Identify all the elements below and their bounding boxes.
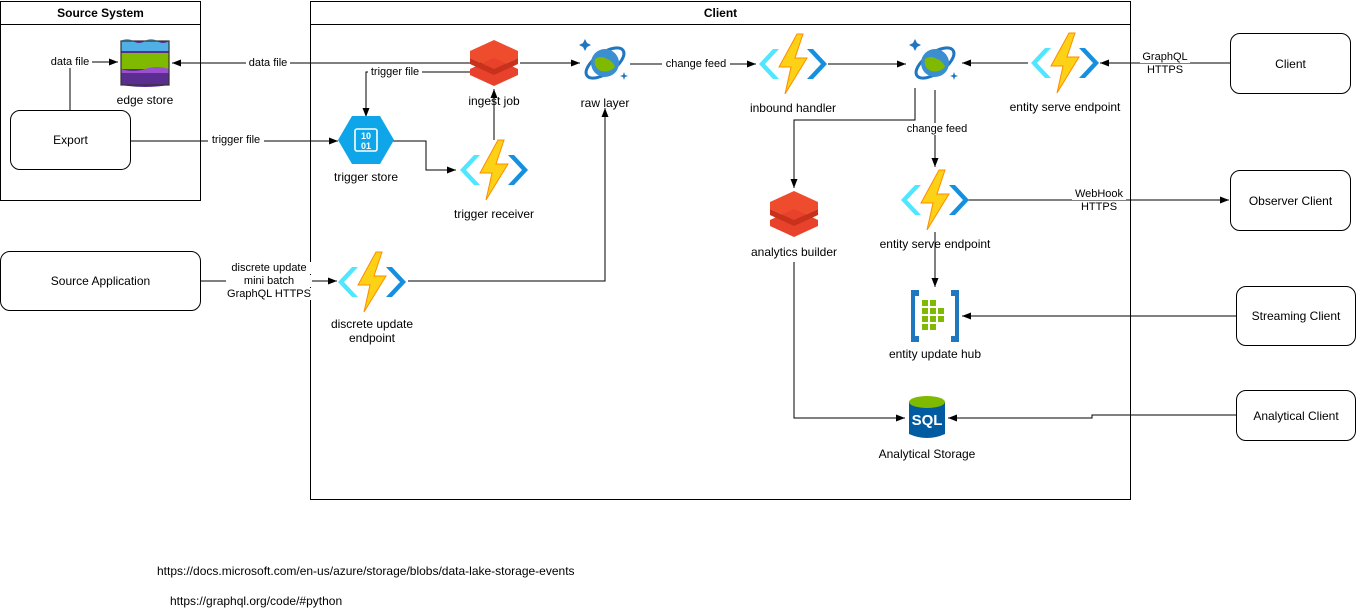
edge-label-graphql-2: HTTPS [1140, 64, 1190, 76]
event-hub-icon [911, 290, 959, 342]
discrete-update-endpoint-label-1: discrete update [330, 317, 414, 331]
edge-analytics-sql [793, 262, 905, 422]
client-group: Client [310, 1, 1131, 500]
sql-database-icon: SQL [909, 396, 945, 438]
discrete-update-endpoint-label-2: endpoint [348, 331, 396, 345]
analytics-builder-label: analytics builder [750, 245, 838, 259]
data-lake-icon [120, 39, 170, 87]
svg-text:10: 10 [361, 131, 371, 141]
observer-client-box[interactable]: Observer Client [1230, 170, 1351, 231]
storage-queue-icon: 10 01 [338, 116, 394, 164]
edge-label-data-file-export: data file [48, 56, 92, 68]
edge-cosmos-analytics [790, 88, 916, 188]
svg-text:SQL: SQL [912, 412, 943, 429]
export-box[interactable]: Export [10, 110, 131, 170]
edge-label-change-feed-cosmos: change feed [904, 123, 970, 135]
edge-label-discrete-1: discrete update [226, 262, 312, 274]
reference-link-graphql-python[interactable]: https://graphql.org/code/#python [170, 594, 343, 608]
entity-update-hub-label: entity update hub [888, 347, 982, 361]
source-system-group: Source System [0, 1, 201, 201]
edge-label-discrete-2: mini batch [226, 275, 312, 287]
source-system-title: Source System [1, 2, 200, 25]
entity-serve-endpoint-top-label: entity serve endpoint [1009, 100, 1121, 114]
source-application-box[interactable]: Source Application [0, 251, 201, 311]
analytical-storage-label: Analytical Storage [878, 447, 976, 461]
edge-label-data-file-ingest: data file [246, 57, 290, 69]
client-title: Client [311, 2, 1130, 25]
edge-analytical-client-sql [948, 414, 1236, 422]
inbound-handler-label: inbound handler [749, 101, 837, 115]
edge-label-webhook-1: WebHook [1072, 188, 1126, 200]
edge-trigger-store-receiver [392, 140, 456, 174]
reference-link-data-lake-events[interactable]: https://docs.microsoft.com/en-us/azure/s… [157, 564, 575, 578]
trigger-receiver-label: trigger receiver [453, 207, 535, 221]
edge-label-webhook-2: HTTPS [1072, 201, 1126, 213]
edge-label-trigger-file-export: trigger file [208, 134, 264, 146]
edge-store-label: edge store [116, 93, 174, 107]
entity-serve-endpoint-mid-label: entity serve endpoint [879, 237, 991, 251]
edge-label-discrete-3: GraphQL HTTPS [222, 288, 316, 300]
edge-label-change-feed-raw: change feed [662, 58, 730, 70]
edge-label-trigger-file-ingest: trigger file [368, 66, 422, 78]
ingest-job-label: ingest job [468, 94, 520, 108]
client-box[interactable]: Client [1230, 33, 1351, 94]
edge-ingest-trigger-file [362, 71, 470, 117]
analytical-client-box[interactable]: Analytical Client [1236, 390, 1356, 441]
trigger-store-label: trigger store [333, 170, 399, 184]
edge-discrete-raw [408, 108, 609, 282]
svg-text:01: 01 [361, 141, 371, 151]
streaming-client-box[interactable]: Streaming Client [1236, 286, 1356, 346]
raw-layer-label: raw layer [580, 96, 630, 110]
edge-label-graphql-1: GraphQL [1140, 51, 1190, 63]
